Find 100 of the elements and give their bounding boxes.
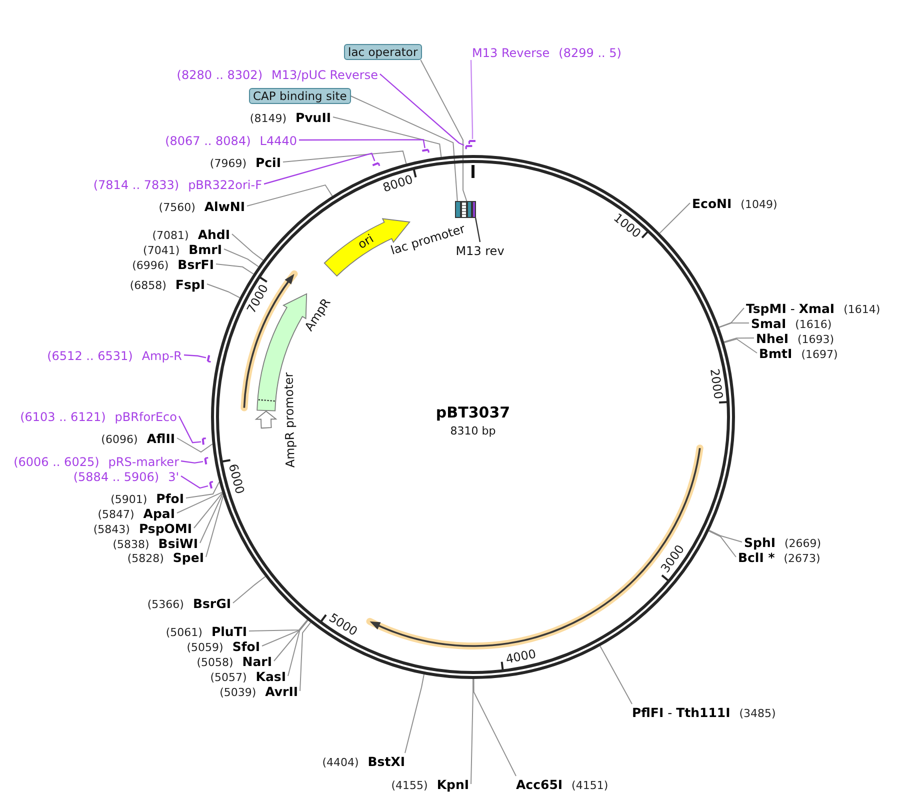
- leader-line: [470, 678, 474, 784]
- scale-label: 6000: [226, 462, 246, 496]
- leader-line: [246, 184, 333, 206]
- leader-line: [264, 152, 376, 185]
- leader-line: [350, 96, 458, 202]
- restriction-site-label: (6096) AflII: [99, 430, 177, 446]
- restriction-site-label: (7081) AhdI: [150, 226, 232, 242]
- restriction-site-label: EcoNI (1049): [690, 195, 780, 211]
- primer-mark: [208, 480, 215, 490]
- restriction-site-label: (5847) ApaI: [96, 505, 177, 521]
- feature-tag: CAP binding site: [249, 88, 351, 104]
- restriction-site-label: (8149) PvuII: [248, 109, 333, 125]
- leader-line: [216, 264, 254, 274]
- restriction-site-label: (5058) NarI: [194, 653, 274, 669]
- plasmid-size-label: 8310 bp: [450, 424, 496, 438]
- restriction-site-label: (5366) BsrGI: [145, 595, 233, 611]
- restriction-site-label: (5061) PluTI: [164, 623, 249, 639]
- plasmid-name: pBT3037: [436, 404, 510, 422]
- feature-block: [472, 201, 476, 218]
- primer-mark: [464, 144, 474, 151]
- leader-line: [282, 150, 407, 164]
- leader-line: [184, 354, 206, 358]
- promoter-feature: [254, 409, 278, 430]
- leader-line: [600, 646, 632, 704]
- leader-line: [724, 338, 758, 354]
- restriction-site-label: (5057) KasI: [208, 668, 288, 684]
- restriction-site-label: (5843) PspOMI: [91, 520, 194, 536]
- scale-label: 4000: [504, 648, 537, 667]
- leader-line: [200, 494, 224, 544]
- primer-label: (8280 .. 8302) M13/pUC Reverse: [174, 66, 380, 82]
- leader-line: [206, 284, 240, 298]
- feature-tag: lac operator: [344, 44, 422, 60]
- primer-label: (6006 .. 6025) pRS-marker: [12, 453, 181, 469]
- leader-line: [186, 481, 220, 498]
- leader-line: [176, 492, 223, 514]
- restriction-site-label: PflFI - Tth111I (3485): [630, 704, 778, 720]
- leader-line: [224, 248, 259, 268]
- primer-mark: [467, 139, 478, 146]
- leader-line: [470, 60, 474, 139]
- feature-block: [461, 201, 467, 218]
- restriction-site-label: SphI (2669): [742, 534, 824, 550]
- primer-mark: [203, 456, 210, 466]
- restriction-site-label: NheI (1693): [754, 330, 836, 346]
- restriction-site-label: (4404) BstXI: [320, 753, 407, 769]
- restriction-site-label: (5838) BsiWI: [110, 535, 200, 551]
- restriction-site-label: (7969) PciI: [208, 154, 283, 170]
- primer-label: (6103 .. 6121) pBRforEco: [18, 408, 179, 424]
- leader-line: [288, 620, 308, 676]
- restriction-site-label: BclI * (2673): [736, 549, 822, 565]
- leader-line: [404, 674, 424, 754]
- primer-label: M13 Reverse (8299 .. 5): [470, 44, 624, 60]
- feature-label: ori: [356, 232, 376, 252]
- restriction-site-label: Acc65I (4151): [514, 776, 610, 792]
- leader-line: [180, 460, 204, 464]
- leader-line: [274, 620, 308, 662]
- restriction-site-label: TspMI - XmaI (1614): [744, 300, 882, 316]
- leader-line: [178, 416, 202, 444]
- leader-line: [420, 60, 468, 202]
- leader-line: [708, 530, 742, 542]
- leader-line: [332, 116, 442, 158]
- leader-line: [718, 322, 750, 328]
- primer-mark: [206, 353, 213, 364]
- primer-label: (7814 .. 7833) pBR322ori-F: [91, 176, 264, 192]
- leader-line: [206, 495, 224, 558]
- primer-label: (8067 .. 8084) L4440: [163, 132, 299, 148]
- restriction-site-label: BmtI (1697): [757, 345, 840, 361]
- leader-line: [194, 492, 223, 528]
- restriction-site-label: (5039) AvrII: [218, 683, 300, 699]
- restriction-site-label: (6996) BsrFI: [130, 256, 216, 272]
- leader-line: [724, 338, 754, 342]
- leader-line: [232, 576, 266, 604]
- scale-label: 8000: [381, 173, 414, 195]
- restriction-site-label: (7041) BmrI: [141, 241, 224, 257]
- leader-line: [299, 139, 426, 148]
- feature-label: AmpR promoter: [282, 372, 298, 468]
- primer-label: (5884 .. 5906) 3': [71, 468, 181, 484]
- leader-line: [474, 218, 481, 242]
- orf-arc: [365, 444, 704, 650]
- leader-line: [380, 74, 464, 146]
- feature-block: [467, 201, 472, 218]
- leader-line: [300, 622, 312, 692]
- restriction-site-label: (7560) AlwNI: [156, 198, 247, 214]
- scale-label: 2000: [707, 367, 724, 400]
- leader-line: [708, 530, 736, 558]
- primer-label: (6512 .. 6531) Amp-R: [45, 347, 184, 363]
- leader-line: [718, 308, 744, 328]
- primer-mark: [420, 148, 431, 155]
- feature-block: [455, 201, 461, 218]
- restriction-site-label: (5828) SpeI: [125, 549, 206, 565]
- restriction-site-label: (4155) KpnI: [389, 776, 471, 792]
- restriction-site-label: (5059) SfoI: [184, 638, 262, 654]
- restriction-site-label: (6858) FspI: [128, 276, 207, 292]
- primer-mark: [371, 161, 381, 168]
- restriction-site-label: SmaI (1616): [749, 315, 834, 331]
- leader-line: [659, 202, 690, 234]
- leader-line: [232, 234, 264, 261]
- leader-line: [262, 620, 308, 646]
- origin-feature: [322, 217, 412, 278]
- restriction-site-label: (5901) PfoI: [108, 490, 186, 506]
- leader-line: [176, 438, 213, 453]
